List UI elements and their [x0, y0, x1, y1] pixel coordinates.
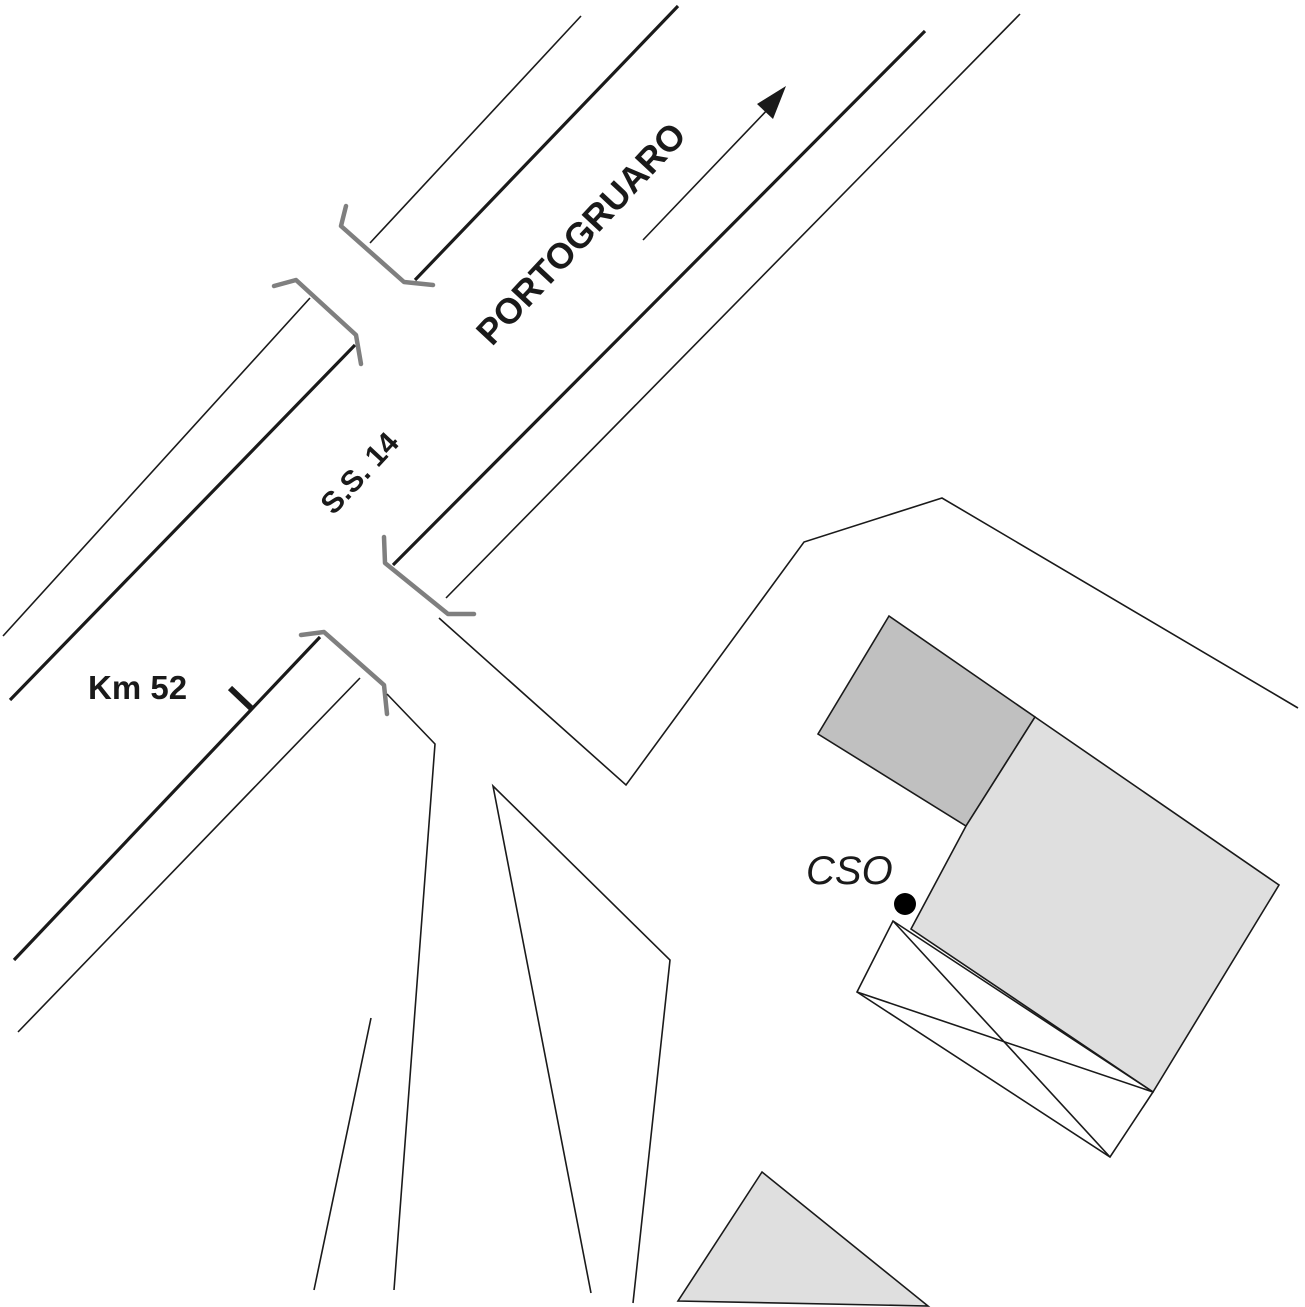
road-outer-edge-southeast-upper [445, 13, 1021, 599]
guardrails [271, 203, 477, 717]
guardrail-south-left [298, 629, 390, 717]
building-main [909, 715, 1281, 1094]
side-road-far-west-edge [313, 1017, 372, 1291]
kilometer-label: Km 52 [88, 669, 187, 706]
carriageway-edge-north-upper [413, 4, 680, 282]
side-road-east-edge [491, 783, 671, 1304]
site-label: CSO [806, 849, 893, 893]
km-marker-tick-icon [227, 685, 254, 711]
road-outer-edge-southwest-lower [17, 677, 361, 1033]
destination-label: PORTOGRUARO [468, 114, 694, 352]
carriageway-edge-south-upper [391, 29, 927, 567]
access-road-edge [438, 497, 1299, 787]
buildings [676, 614, 1281, 1307]
guardrail-north-left [271, 277, 364, 367]
road-outer-edge-northwest-lower [2, 297, 311, 637]
guardrail-south-right [381, 534, 477, 617]
carriageway-edge-north-lower [8, 343, 357, 702]
building-triangle [676, 1170, 931, 1307]
road-name-label: S.S. 14 [314, 426, 405, 521]
canopy-diagonal-1 [892, 920, 1111, 1158]
road-outer-edge-northwest-upper [369, 15, 582, 244]
guardrail-north-right [338, 203, 436, 288]
side-roads [313, 497, 1299, 1304]
direction-arrow-icon [642, 86, 786, 241]
road-outer-edges [2, 13, 1021, 1033]
site-marker-dot-icon [894, 893, 916, 915]
canopy-diagonal-2 [856, 991, 1154, 1093]
side-road-west-edge [386, 693, 436, 1291]
carriageway-edges [8, 4, 927, 962]
carriageway-edge-south-lower [12, 635, 322, 962]
